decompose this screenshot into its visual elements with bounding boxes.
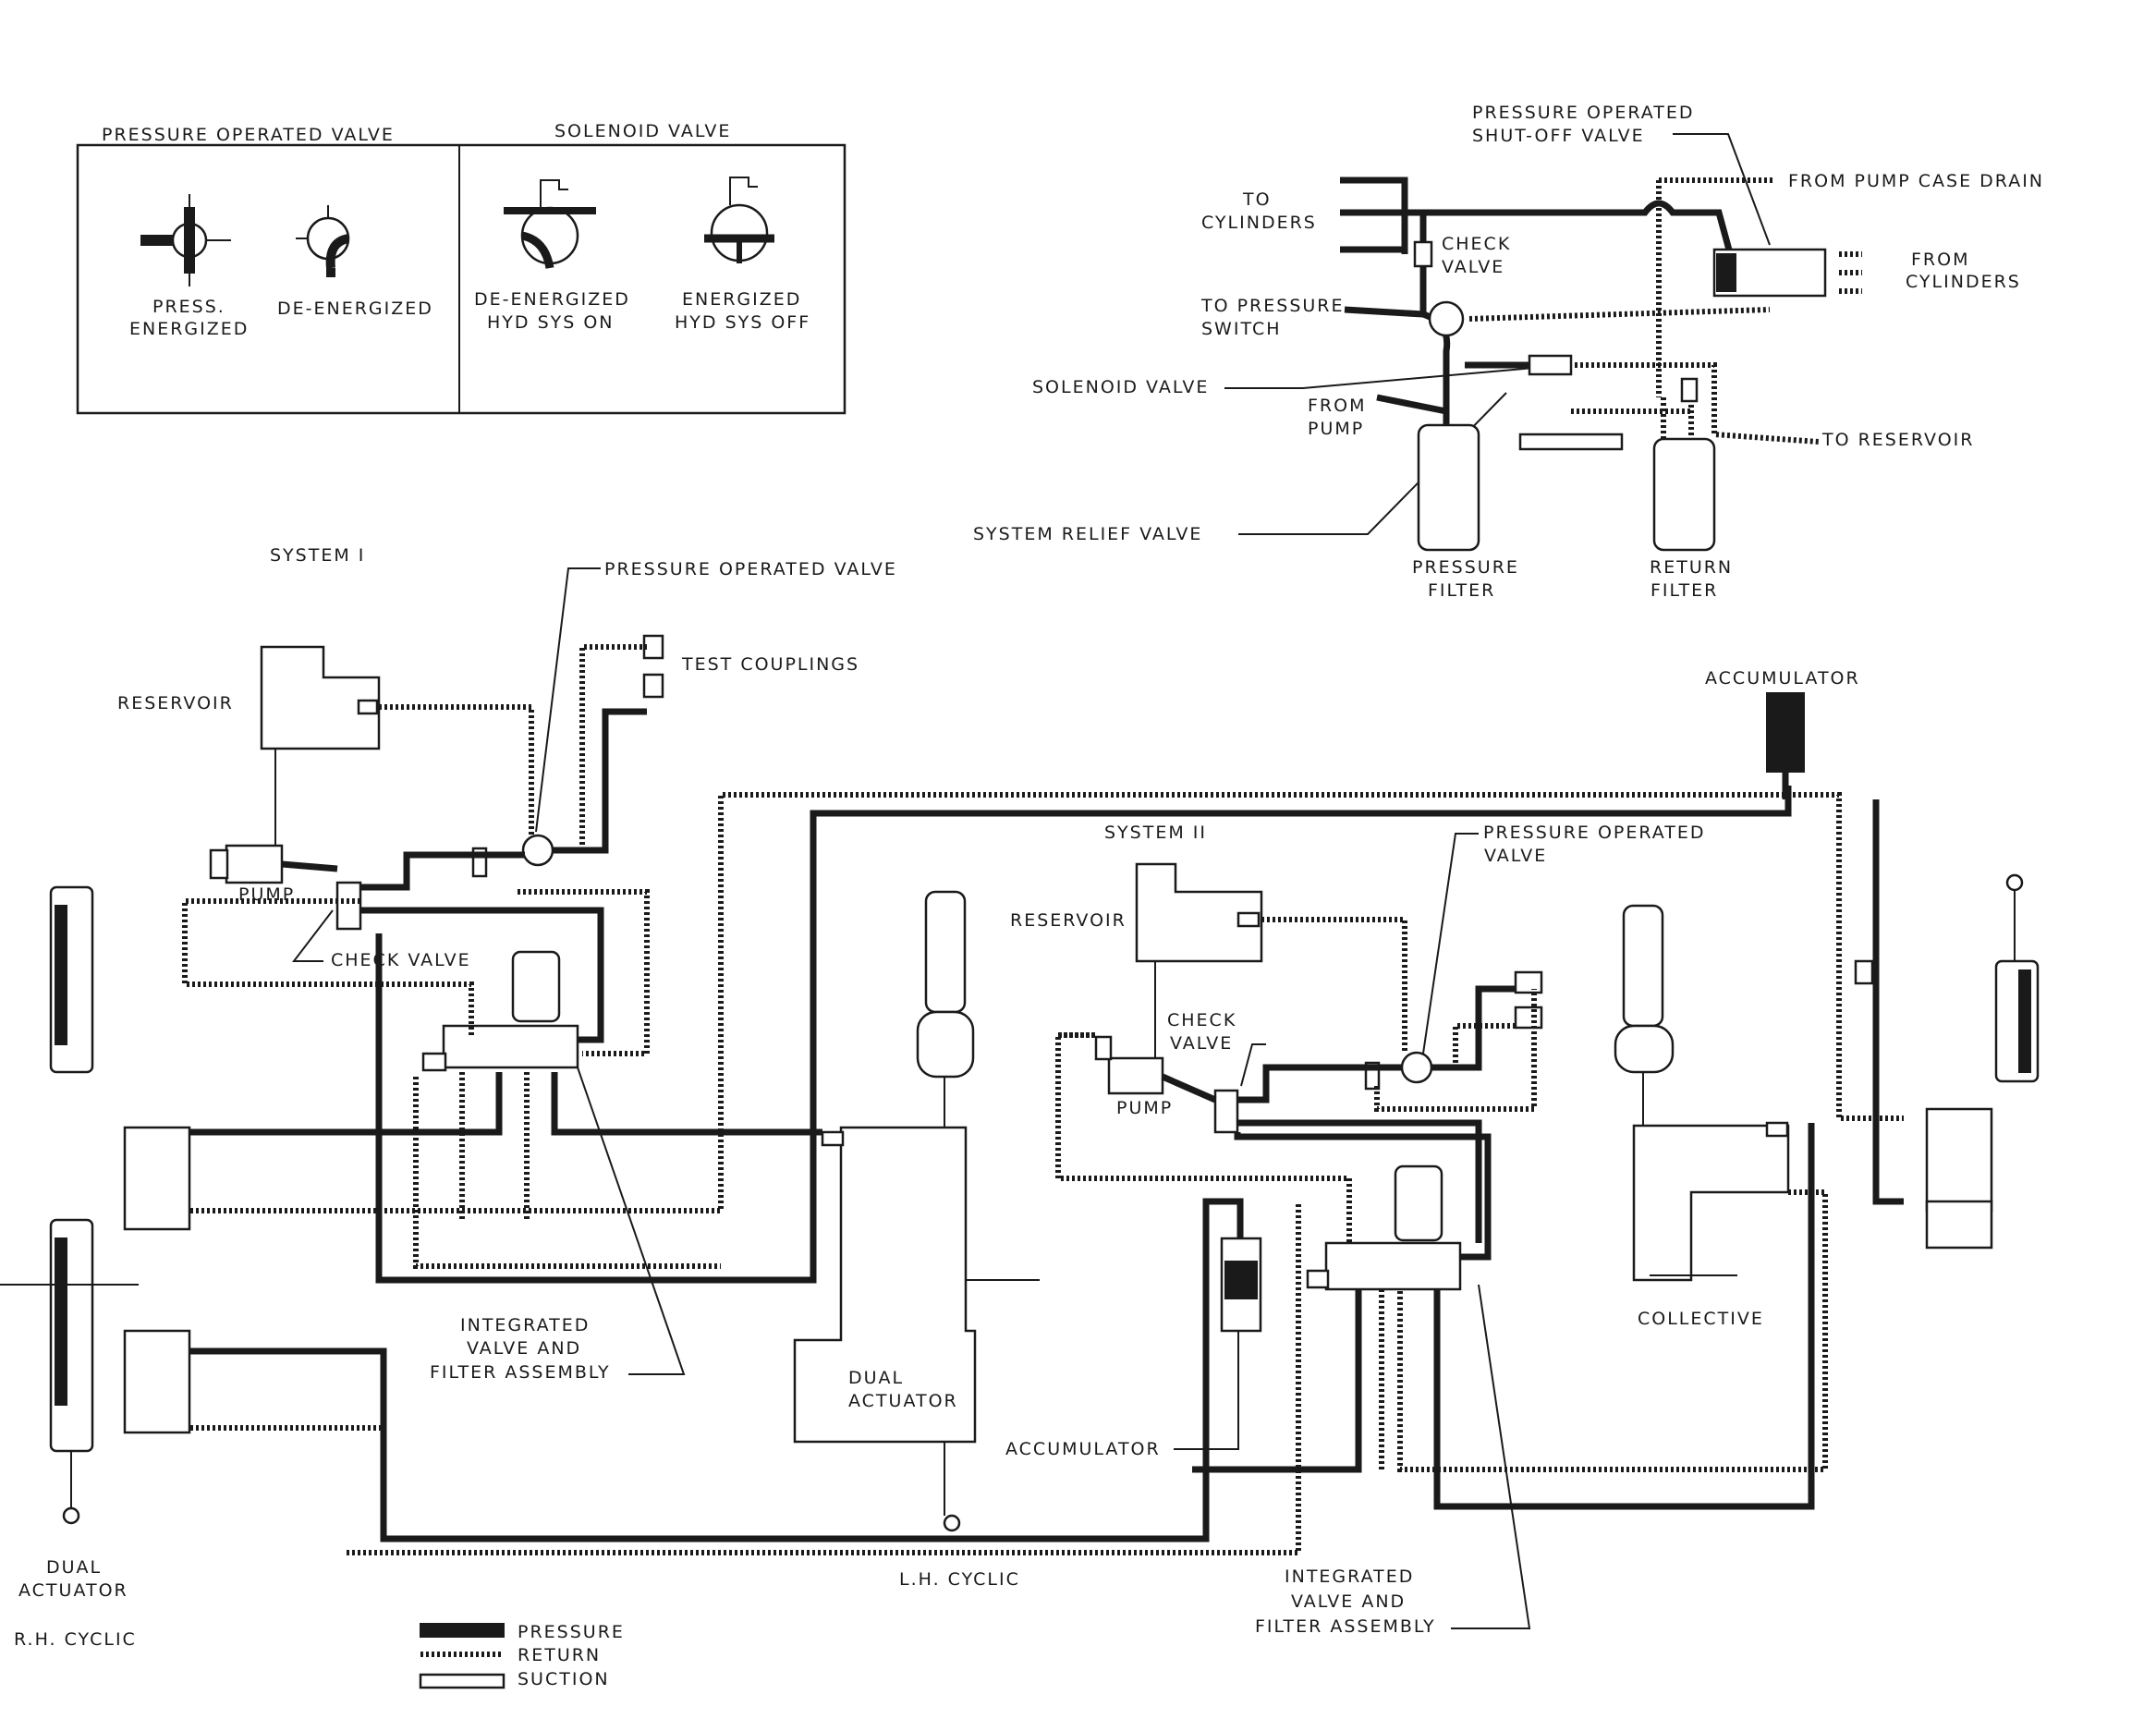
collective-actuator xyxy=(1614,904,1790,1282)
system-1-pump-label: PUMP xyxy=(238,884,295,905)
rh-actuator-label-1: DUAL xyxy=(46,1557,102,1578)
system-1: SYSTEM I PRESSURE OPERATED VALVE TEST CO… xyxy=(117,545,1904,1555)
system-2-pump-label: PUMP xyxy=(1116,1098,1173,1118)
line-type-legend: PRESSURE RETURN SUCTION xyxy=(419,1622,625,1689)
pressure-swatch xyxy=(420,1623,505,1638)
legend-suction-label: SUCTION xyxy=(518,1669,610,1689)
pressure-filter xyxy=(1417,423,1480,552)
from-cylinders-label-2: CYLINDERS xyxy=(1906,272,2021,292)
detail-pov-label-1: PRESSURE OPERATED xyxy=(1472,103,1695,123)
to-reservoir-label: TO RESERVOIR xyxy=(1821,430,1974,450)
rh-cyclic-label: R.H. CYCLIC xyxy=(14,1629,137,1650)
solenoid-energized-label-2: HYD SYS OFF xyxy=(675,312,810,333)
filter-manifold xyxy=(1518,433,1624,451)
pressure-filter-label-2: FILTER xyxy=(1428,580,1495,601)
from-pump-case-drain-label: FROM PUMP CASE DRAIN xyxy=(1788,171,2044,191)
detail-solenoid-valve-label: SOLENOID VALVE xyxy=(1032,377,1209,397)
system-2-ivfa xyxy=(1324,1241,1462,1291)
system-2: SYSTEM II PRESSURE OPERATED VALVE RESERV… xyxy=(1005,668,1904,1637)
system-2-check-valve xyxy=(1213,1089,1239,1134)
center-actuator-label-1: DUAL xyxy=(848,1368,904,1388)
system-2-check-valve-label-1: CHECK xyxy=(1167,1010,1236,1030)
top-accumulator-label: ACCUMULATOR xyxy=(1705,668,1860,689)
system-2-pov-label-1: PRESSURE OPERATED xyxy=(1483,823,1706,843)
pov-deenergized-label: DE-ENERGIZED xyxy=(277,299,433,319)
lh-cyclic-label: L.H. CYCLIC xyxy=(899,1569,1020,1590)
solenoid-legend-header: SOLENOID VALVE xyxy=(554,121,731,141)
to-pressure-switch-label-1: TO PRESSURE xyxy=(1200,296,1345,316)
system-1-reservoir-label: RESERVOIR xyxy=(117,693,234,713)
system-1-check-valve xyxy=(335,881,362,931)
system-1-pov-label: PRESSURE OPERATED VALVE xyxy=(604,559,897,579)
legend-pressure-label: PRESSURE xyxy=(518,1622,625,1642)
top-accumulator xyxy=(1766,692,1805,773)
system-2-check-valve-label-2: VALVE xyxy=(1170,1033,1233,1054)
pov-deenergized-symbol xyxy=(296,205,350,277)
detail-check-valve-label-2: VALVE xyxy=(1442,257,1504,277)
system-2-ivfa-label-1: INTEGRATED xyxy=(1285,1567,1414,1587)
system-2-ivfa-label-3: FILTER ASSEMBLY xyxy=(1255,1616,1436,1637)
to-cylinders-label-1: TO xyxy=(1242,189,1272,210)
legend-return-label: RETURN xyxy=(518,1645,601,1665)
solenoid-deenergized-label-2: HYD SYS ON xyxy=(487,312,615,333)
rh-dual-actuator xyxy=(0,885,191,1525)
accumulator-label: ACCUMULATOR xyxy=(1005,1439,1161,1459)
return-filter-label-1: RETURN xyxy=(1650,557,1733,578)
pressure-filter-label-1: PRESSURE xyxy=(1412,557,1519,578)
system-1-pump xyxy=(225,844,284,884)
solenoid-energized-label-1: ENERGIZED xyxy=(682,289,801,310)
solenoid-deenergized-symbol xyxy=(504,179,596,269)
system-2-pov-label-2: VALVE xyxy=(1484,846,1547,866)
system-1-pov xyxy=(521,834,554,867)
system-1-ivfa-label-2: VALVE AND xyxy=(467,1338,581,1359)
detail-check-valve-label-1: CHECK xyxy=(1442,234,1511,254)
to-cylinders-label-2: CYLINDERS xyxy=(1201,213,1317,233)
system-1-ivfa-label-3: FILTER ASSEMBLY xyxy=(430,1362,611,1383)
test-coupling-1 xyxy=(642,634,664,660)
system-2-title: SYSTEM II xyxy=(1104,823,1207,843)
center-actuator-label-2: ACTUATOR xyxy=(848,1391,958,1411)
filter-module-detail: PRESSURE OPERATED SHUT-OFF VALVE FROM PU… xyxy=(973,103,2044,601)
system-1-reservoir xyxy=(260,645,381,750)
valve-symbol-legend: PRESSURE OPERATED VALVE SOLENOID VALVE P… xyxy=(76,121,847,415)
from-cylinders-label-1: FROM xyxy=(1911,250,1969,270)
system-relief-valve-label: SYSTEM RELIEF VALVE xyxy=(973,524,1202,544)
detail-solenoid-valve xyxy=(1428,300,1465,337)
system-2-reservoir xyxy=(1135,862,1263,963)
detail-pov-label-2: SHUT-OFF VALVE xyxy=(1472,126,1645,146)
to-pressure-switch-label-2: SWITCH xyxy=(1201,319,1282,339)
detail-check-valve xyxy=(1413,240,1433,268)
suction-swatch xyxy=(419,1673,506,1689)
lh-cyclic-actuator xyxy=(1854,873,2040,1250)
collective-label: COLLECTIVE xyxy=(1638,1309,1764,1329)
detail-solenoid-body xyxy=(1528,354,1573,376)
pov-legend-header: PRESSURE OPERATED VALVE xyxy=(102,125,395,145)
system-2-reservoir-label: RESERVOIR xyxy=(1010,910,1127,931)
test-couplings-label: TEST COUPLINGS xyxy=(681,654,859,675)
system-2-pump xyxy=(1107,1056,1164,1095)
from-pump-label-2: PUMP xyxy=(1308,419,1364,439)
return-filter-label-2: FILTER xyxy=(1650,580,1718,601)
test-coupling-2 xyxy=(642,673,664,699)
system-2-pov xyxy=(1400,1051,1433,1084)
from-pump-label-1: FROM xyxy=(1308,396,1366,416)
rh-actuator-label-2: ACTUATOR xyxy=(18,1580,128,1601)
system-1-ivfa xyxy=(442,1024,579,1069)
system-1-title: SYSTEM I xyxy=(270,545,365,566)
pov-energized-label-1: PRESS. xyxy=(152,297,225,317)
system-2-ivfa-label-2: VALVE AND xyxy=(1291,1591,1406,1612)
center-dual-actuator xyxy=(793,890,1040,1532)
solenoid-deenergized-label-1: DE-ENERGIZED xyxy=(474,289,630,310)
solenoid-energized-symbol xyxy=(704,177,774,263)
system-1-ivfa-label-1: INTEGRATED xyxy=(460,1315,590,1335)
system-1-check-valve-label: CHECK VALVE xyxy=(331,950,471,970)
pov-energized-label-2: ENERGIZED xyxy=(129,319,249,339)
return-filter xyxy=(1652,437,1716,552)
pov-energized-symbol xyxy=(140,194,231,286)
